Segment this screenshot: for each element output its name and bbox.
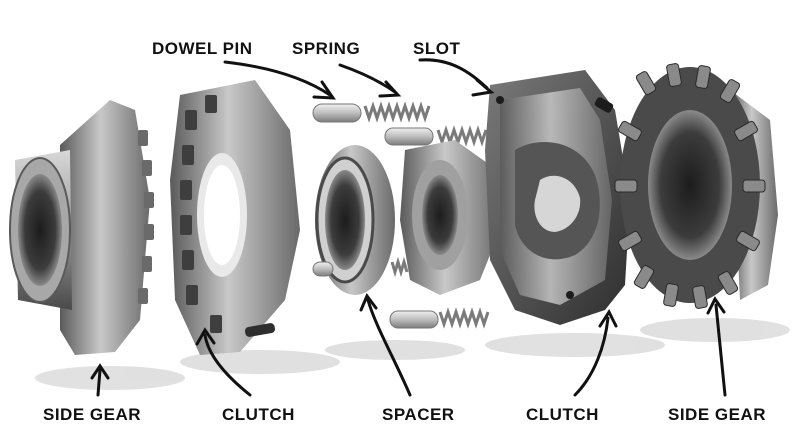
side-gear-right xyxy=(614,63,778,309)
springs xyxy=(363,101,490,329)
label-side-gear-left: SIDE GEAR xyxy=(43,405,142,424)
label-slot: SLOT xyxy=(413,39,461,58)
arrow-clutch-left xyxy=(203,333,252,397)
arrowhead-side-gear-left xyxy=(90,363,110,380)
clutch-right xyxy=(485,70,630,325)
shadows xyxy=(35,318,790,390)
arrow-spacer xyxy=(366,298,412,397)
arrow-side-gear-right xyxy=(714,303,727,397)
label-spacer: SPACER xyxy=(382,405,455,424)
label-clutch-right: CLUTCH xyxy=(526,405,599,424)
side-gear-left xyxy=(9,100,154,355)
spacer xyxy=(315,145,395,295)
label-clutch-left: CLUTCH xyxy=(222,405,295,424)
arrowhead-side-gear-right xyxy=(706,296,726,315)
dowel-pins xyxy=(312,103,439,329)
arrowhead-clutch-left xyxy=(195,327,216,346)
arrow-slot xyxy=(418,58,489,90)
arrowhead-spacer xyxy=(359,293,378,312)
clutch-left xyxy=(170,80,300,355)
label-spring: SPRING xyxy=(292,39,361,58)
arrow-side-gear-left xyxy=(96,368,102,397)
label-side-gear-right: SIDE GEAR xyxy=(668,405,767,424)
arrowhead-spring xyxy=(378,80,402,98)
arrowhead-slot xyxy=(471,78,495,97)
arrow-spring xyxy=(338,63,397,94)
label-dowel-pin: DOWEL PIN xyxy=(152,39,253,58)
arrow-dowel-pin xyxy=(223,60,332,97)
label-arrows xyxy=(90,58,727,397)
arrowhead-dowel-pin xyxy=(312,80,336,100)
arrowhead-clutch-right xyxy=(598,308,618,328)
center-block xyxy=(400,140,500,295)
arrow-clutch-right xyxy=(573,316,610,397)
